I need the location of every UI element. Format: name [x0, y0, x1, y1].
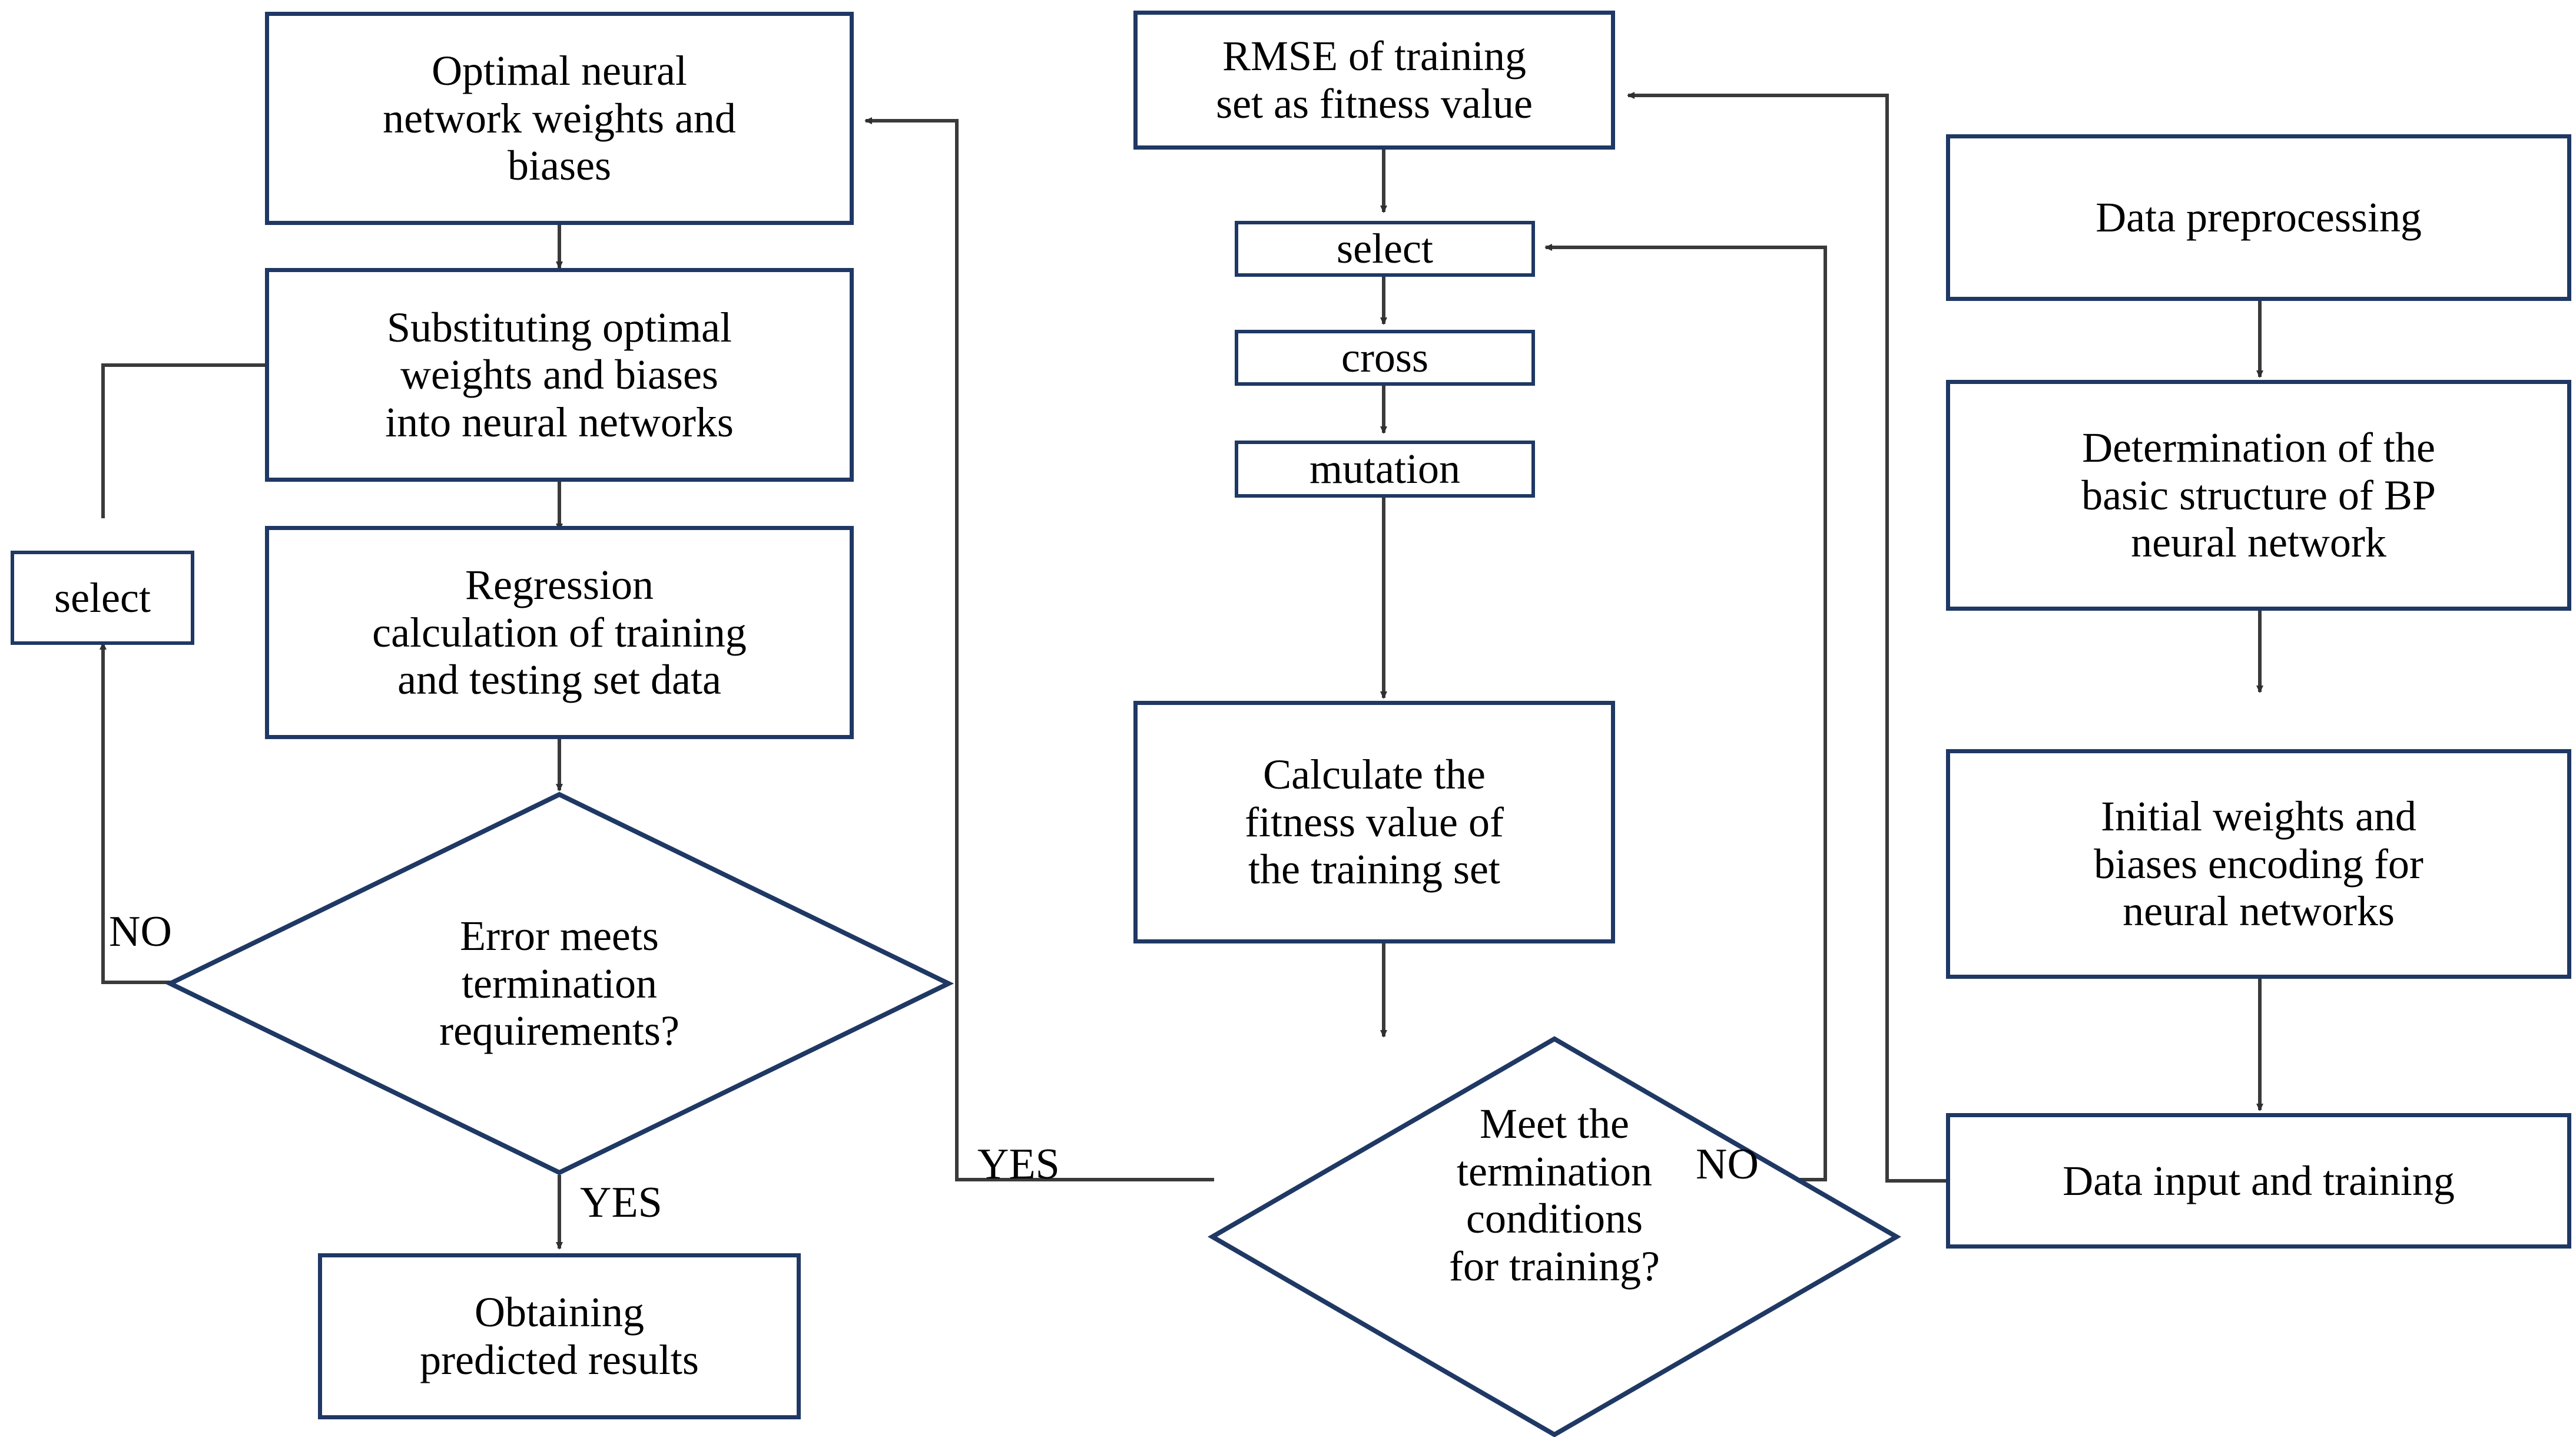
- node-determination-structure[interactable]: Determination of the basic structure of …: [1946, 380, 2571, 611]
- node-data-preprocessing[interactable]: Data preprocessing: [1946, 134, 2571, 301]
- node-obtaining-results[interactable]: Obtaining predicted results: [318, 1253, 801, 1419]
- label-error-no: NO: [109, 908, 172, 956]
- node-select-middle[interactable]: select: [1235, 221, 1535, 277]
- label-meet-no: NO: [1696, 1140, 1759, 1188]
- node-initial-weights-encoding[interactable]: Initial weights and biases encoding for …: [1946, 749, 2571, 979]
- node-mutation[interactable]: mutation: [1235, 441, 1535, 498]
- label-error-yes: YES: [580, 1178, 662, 1227]
- node-optimal-weights[interactable]: Optimal neural network weights and biase…: [265, 12, 854, 225]
- node-data-input-training[interactable]: Data input and training: [1946, 1113, 2571, 1249]
- node-regression[interactable]: Regression calculation of training and t…: [265, 526, 854, 739]
- decision-error-termination[interactable]: Error meets termination requirements?: [164, 792, 954, 1176]
- decision-meet-termination[interactable]: Meet the termination conditions for trai…: [1208, 1036, 1901, 1437]
- label-meet-yes: YES: [977, 1140, 1060, 1188]
- node-rmse-fitness[interactable]: RMSE of training set as fitness value: [1133, 11, 1615, 150]
- node-select-left[interactable]: select: [11, 551, 194, 645]
- node-calculate-fitness[interactable]: Calculate the fitness value of the train…: [1133, 701, 1615, 943]
- node-substituting[interactable]: Substituting optimal weights and biases …: [265, 268, 854, 482]
- node-cross[interactable]: cross: [1235, 330, 1535, 386]
- edge-datainput-to-rmse: [1627, 92, 1946, 1183]
- edge-meet-yes-to-optimal: [864, 117, 1214, 1181]
